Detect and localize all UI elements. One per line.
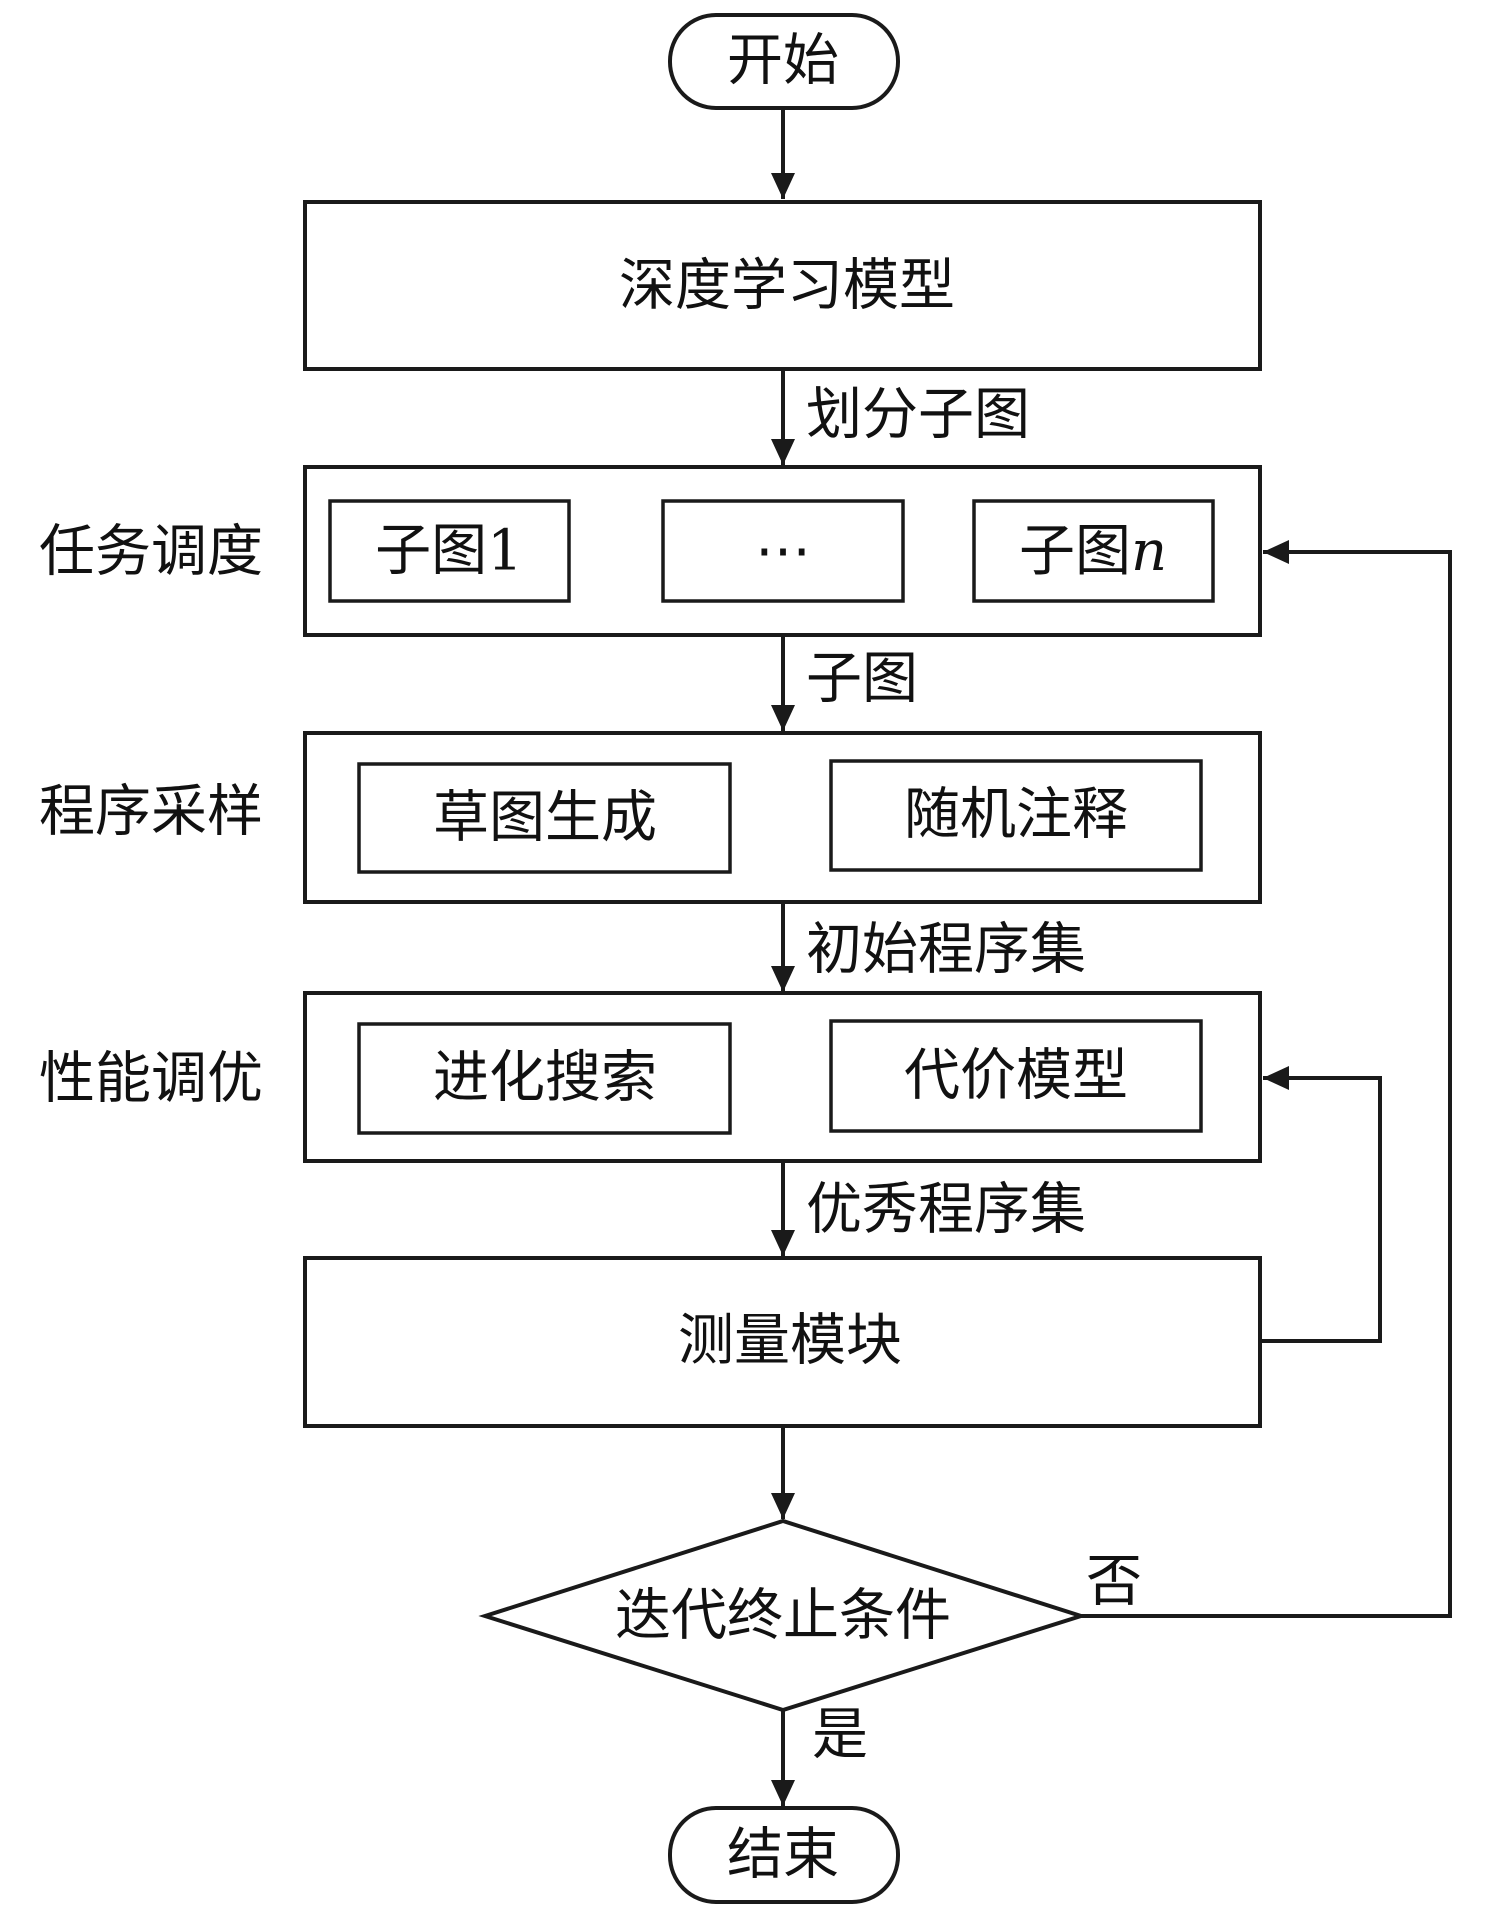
subgraph-1-label: 子图1	[375, 519, 523, 584]
end-label: 结束	[727, 1823, 839, 1888]
arrow-measure-feedback-to-tuning	[1261, 1066, 1382, 1343]
stage-label-program-sampling: 程序采样	[39, 780, 263, 845]
subgraph-n-label: 子图n	[1019, 519, 1167, 584]
random-annotation-box	[829, 759, 1203, 872]
subgraph-ellipsis-box	[661, 499, 905, 603]
start-node: 开始	[668, 13, 900, 110]
edge-label-initial-programs: 初始程序集	[806, 918, 1086, 983]
subgraph-ellipsis-label: ⋯	[755, 519, 811, 584]
end-node: 结束	[668, 1806, 900, 1904]
subgraph-n-prefix: 子图	[1019, 519, 1131, 584]
model-label: 深度学习模型	[619, 254, 955, 319]
subgraph-n-var: n	[1131, 519, 1167, 584]
cost-model-label: 代价模型	[904, 1044, 1128, 1109]
decision-label: 迭代终止条件	[615, 1584, 951, 1649]
measure-box: 测量模块	[303, 1256, 1262, 1428]
stage-label-task-scheduling: 任务调度	[39, 520, 263, 585]
start-label: 开始	[727, 29, 839, 94]
cost-model-box	[829, 1019, 1203, 1133]
edge-label-subgraph: 子图	[806, 647, 918, 712]
model-box: 深度学习模型	[303, 200, 1262, 371]
program-sampling-box: 草图生成 随机注释	[303, 731, 1262, 904]
task-scheduling-box: 子图1 ⋯ 子图n	[303, 465, 1262, 637]
edge-label-partition: 划分子图	[806, 383, 1030, 448]
random-annotation-label: 随机注释	[904, 783, 1128, 848]
edge-label-good-programs: 优秀程序集	[806, 1178, 1086, 1243]
stage-label-performance-tuning: 性能调优	[39, 1047, 263, 1112]
arrow-decision-no-to-scheduling	[1081, 540, 1452, 1618]
measure-label: 测量模块	[678, 1309, 902, 1374]
sketch-generation-box	[357, 762, 732, 874]
subgraph-1-box	[328, 499, 571, 603]
performance-tuning-box: 进化搜索 代价模型	[303, 991, 1262, 1163]
subgraph-n-box	[972, 499, 1215, 603]
evolutionary-search-box	[357, 1022, 732, 1135]
edge-label-yes: 是	[812, 1703, 868, 1768]
decision-node: 迭代终止条件	[478, 1518, 1088, 1713]
edge-label-no: 否	[1086, 1550, 1142, 1615]
sketch-generation-label: 草图生成	[433, 786, 657, 851]
evolutionary-search-label: 进化搜索	[433, 1046, 657, 1111]
